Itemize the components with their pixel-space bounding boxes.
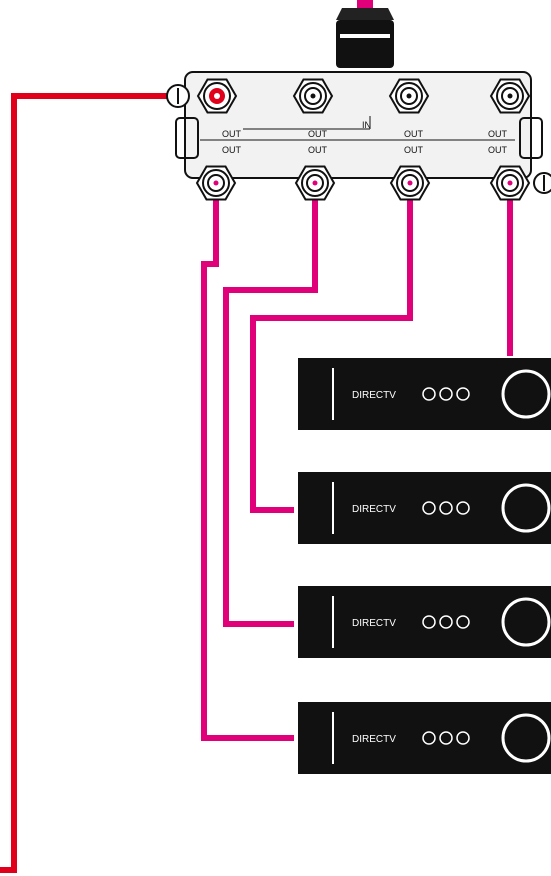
port-label-top-1: OUT: [222, 129, 242, 139]
port-label-bottom-3: OUT: [404, 145, 424, 155]
coax-port-icon: [489, 78, 531, 114]
power-ring-icon: [501, 597, 551, 647]
receiver-2: DIRECTV: [298, 472, 551, 544]
coax-port-in-active: [196, 78, 238, 114]
port-label-bottom-4: OUT: [488, 145, 508, 155]
indicator-light: [456, 501, 470, 515]
receiver-1: DIRECTV: [298, 358, 551, 430]
indicator-light: [422, 731, 436, 745]
output-cable-2: [223, 186, 318, 627]
receiver-brand-label: DIRECTV: [352, 504, 396, 515]
top-coax-connector: [336, 8, 394, 68]
feed-cable-stub: [357, 0, 373, 10]
power-ring-icon: [501, 369, 551, 419]
indicator-light: [422, 387, 436, 401]
port-label-top-3: OUT: [404, 129, 424, 139]
receiver-brand-label: DIRECTV: [352, 390, 396, 401]
splitter-body: [175, 71, 543, 179]
coax-port-icon: [195, 165, 237, 201]
receiver-3: DIRECTV: [298, 586, 551, 658]
indicator-light: [439, 387, 453, 401]
indicator-light: [439, 615, 453, 629]
receiver-4: DIRECTV: [298, 702, 551, 774]
port-label-bottom-2: OUT: [308, 145, 328, 155]
indicator-light: [439, 501, 453, 515]
output-cable-1: [201, 186, 294, 741]
indicator-light: [422, 615, 436, 629]
port-label-top-4: OUT: [488, 129, 508, 139]
indicator-light: [456, 731, 470, 745]
ground-screw-icon: [166, 84, 190, 108]
receiver-brand-label: DIRECTV: [352, 734, 396, 745]
ground-screw-icon: [533, 172, 551, 194]
indicator-light: [422, 501, 436, 515]
coax-port-icon: [294, 165, 336, 201]
coax-port-icon: [292, 78, 334, 114]
port-label-in: IN: [362, 120, 371, 130]
indicator-light: [439, 731, 453, 745]
port-label-top-2: OUT: [308, 129, 328, 139]
indicator-light: [456, 387, 470, 401]
power-ring-icon: [501, 713, 551, 763]
coax-port-icon: [489, 165, 531, 201]
port-label-bottom-1: OUT: [222, 145, 242, 155]
coax-port-icon: [389, 165, 431, 201]
output-cable-3: [250, 186, 413, 513]
coax-port-icon: [388, 78, 430, 114]
input-cable: [0, 93, 216, 873]
receiver-brand-label: DIRECTV: [352, 618, 396, 629]
power-ring-icon: [501, 483, 551, 533]
indicator-light: [456, 615, 470, 629]
